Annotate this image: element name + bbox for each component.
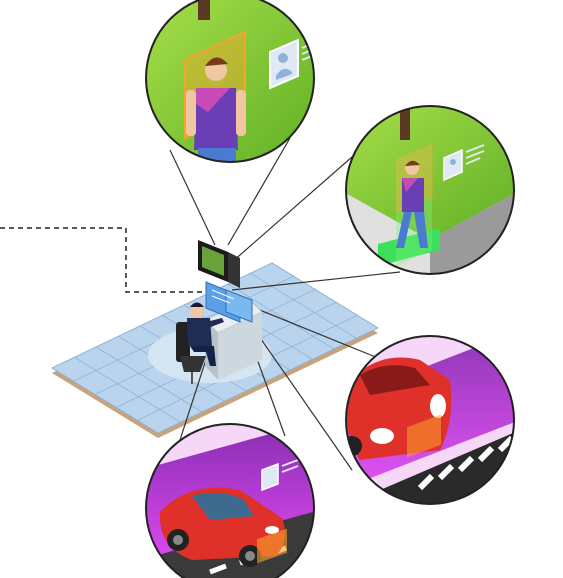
tree-trunk [198,0,210,20]
red-car-icon [159,487,285,567]
surveillance-operator-icon [176,240,263,384]
id-card-icon [443,144,485,182]
lens-car-overview [145,423,315,578]
detection-box-icon [257,528,287,564]
tree-trunk [400,106,410,140]
lens-person-closeup [145,0,315,163]
dashed-connector [0,227,205,293]
lens-pedestrian-detection [345,105,515,275]
detection-box-icon [407,414,441,458]
crosswalk [417,435,514,491]
monitor-wall-icon [198,240,253,323]
lens-car-front-plate [345,335,515,505]
person-icon [396,160,428,248]
id-card-icon [261,459,299,492]
